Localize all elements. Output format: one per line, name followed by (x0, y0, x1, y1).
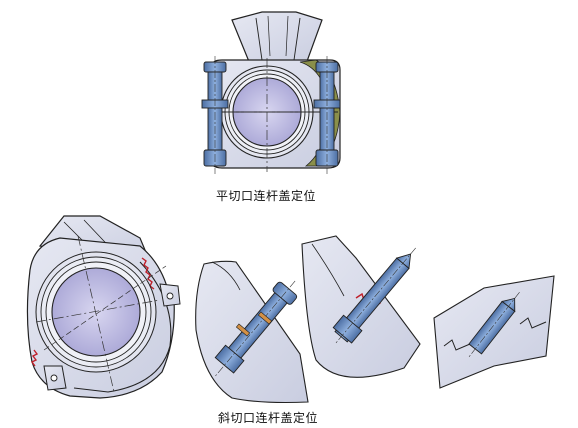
rod-shank (231, 11, 323, 65)
serrated-joint-section (301, 235, 421, 378)
oblique-cut-rod (26, 215, 181, 399)
locating-pin-2 (257, 311, 273, 325)
oblique-bolt-detail (195, 260, 309, 404)
oblique-cap (73, 261, 172, 393)
left-bolt (201, 56, 229, 174)
stepped-joint-section (433, 275, 555, 389)
locating-pin-1 (235, 323, 251, 337)
flat-cut-caption: 平切口连杆盖定位 (216, 189, 317, 203)
step-notch (443, 339, 471, 351)
flat-cut-rod (201, 11, 341, 174)
oblique-crank-bore (51, 267, 141, 357)
oblique-cut-caption: 斜切口连杆盖定位 (218, 411, 319, 425)
oblique-cut-serration (30, 257, 155, 367)
right-bolt (313, 56, 341, 174)
